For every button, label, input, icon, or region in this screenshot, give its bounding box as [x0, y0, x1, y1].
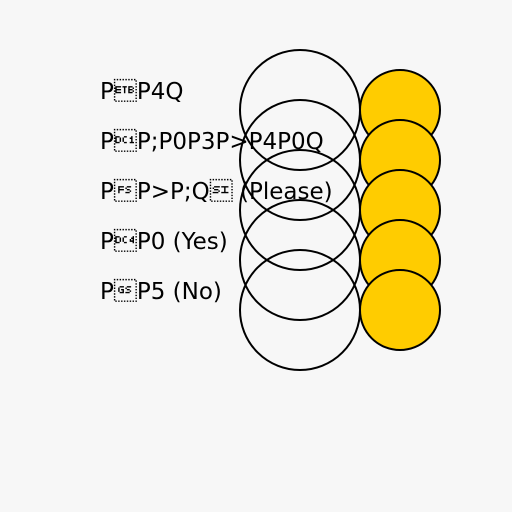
label-greeting: PP4Q	[100, 79, 184, 105]
outline-circle-1	[239, 49, 361, 171]
outline-circle-2	[239, 99, 361, 221]
outline-circle-4	[239, 199, 361, 321]
label-yes: PP0 (Yes)	[100, 229, 228, 255]
filled-circle-5	[359, 269, 441, 351]
label-no: P P5 (No)	[100, 279, 222, 305]
outline-circle-5	[239, 249, 361, 371]
outline-circle-3	[239, 149, 361, 271]
